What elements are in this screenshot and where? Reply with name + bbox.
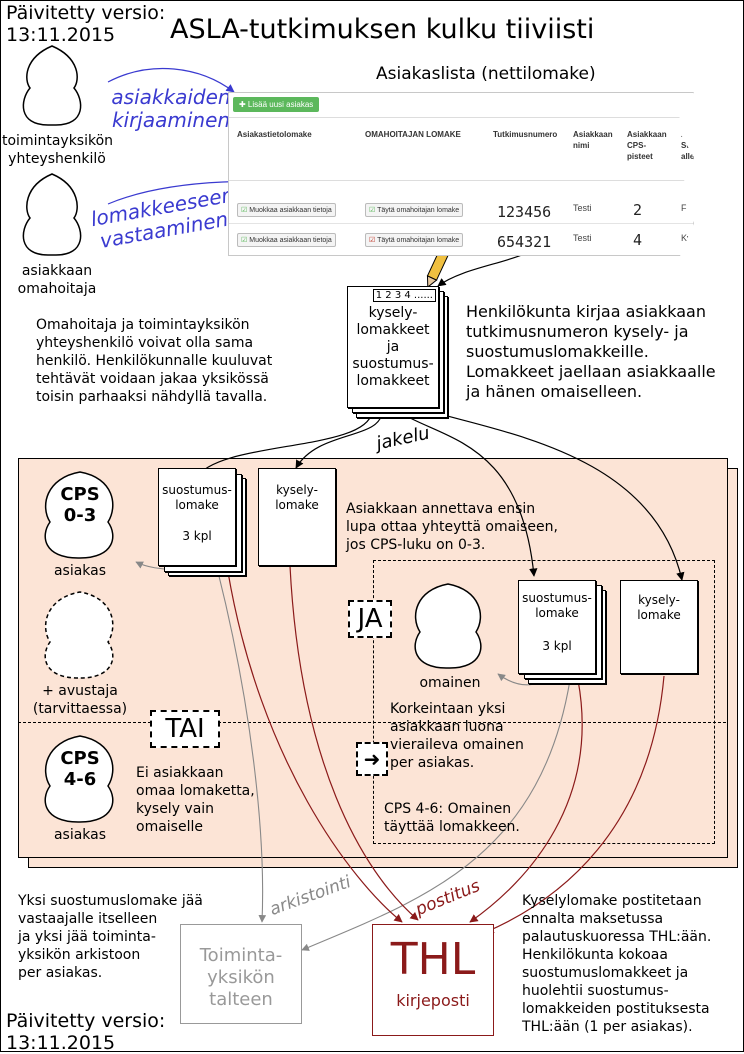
client-survey-form: kysely- lomake (258, 468, 336, 566)
stack-text: kysely- lomakkeet ja suostumus- lomakkee… (352, 305, 434, 389)
cps-score: 2 (633, 201, 643, 219)
consent-form-label: suostumus- lomake (522, 591, 592, 620)
research-number: 123456 (497, 203, 552, 221)
thl-sub-label: kirjeposti (396, 991, 470, 1010)
version-date: 13:11.2015 (6, 24, 116, 46)
register-arrow (107, 67, 235, 93)
consent-signed: F (681, 203, 687, 213)
edit-client-button[interactable]: ☑ Muokkaa asiakkaan tietoja (237, 203, 336, 217)
version-label: Päivitetty versio: (6, 1010, 166, 1032)
cps-low-label: CPS 0-3 (60, 484, 100, 526)
consent-form-count: 3 kpl (542, 639, 572, 653)
column-header: OMAHOITAJAN LOMAKE (365, 130, 461, 139)
fill-caretaker-form-button[interactable]: ☑ Täytä omahoitajan lomake (365, 233, 464, 247)
contact-person-icon (22, 45, 82, 126)
relative-consent-form: suostumus- lomake 3 kpl (518, 580, 596, 674)
client-high-label: asiakas (53, 827, 107, 843)
survey-form-label: kysely- lomake (637, 593, 681, 622)
fill-caretaker-form-button[interactable]: ☑ Täytä omahoitajan lomake (365, 203, 464, 217)
column-header: Asiakastietolomake (237, 130, 312, 139)
client-low-label: asiakas (53, 563, 107, 579)
version-label: Päivitetty versio: (6, 2, 166, 24)
add-client-button[interactable]: ✚ Lisää uusi asiakas (233, 97, 320, 112)
and-tag: JA (348, 600, 392, 638)
stack-sheet-1: 1 2 3 4 ...... kysely- lomakkeet ja suos… (347, 286, 439, 408)
relative-area (373, 560, 715, 844)
consent-form-label: suostumus- lomake (162, 483, 232, 512)
relative-label: omainen (419, 675, 481, 691)
cps-high-label: CPS 4-6 (60, 748, 100, 790)
webform-header-row (229, 117, 693, 181)
staff-note: Henkilökunta kirjaa asiakkaan tutkimusnu… (466, 302, 716, 401)
research-number: 654321 (497, 233, 552, 251)
client-cps-low-icon (44, 471, 114, 559)
consent-form-count: 3 kpl (182, 529, 212, 543)
arrow-tag: ➜ (356, 742, 388, 776)
cps-score: 4 (633, 231, 643, 249)
column-header: Tutkimusnumero (493, 130, 558, 139)
or-tag: TAI (150, 710, 220, 748)
archive-box: Toiminta- yksikön talteen (180, 924, 302, 1024)
version-bottom: Päivitetty versio: 13:11.2015 (6, 1010, 165, 1054)
caretaker-note: Omahoitaja ja toimintayksikön yhteyshenk… (36, 317, 273, 405)
webform-panel: ✚ Lisää uusi asiakas Asiakastietolomake … (228, 92, 694, 256)
caretaker-person-icon (22, 173, 82, 256)
page-title: ASLA-tutkimuksen kulku tiiviisti (170, 14, 595, 45)
thl-label: THL (390, 934, 476, 985)
client-cps-high-icon (44, 735, 114, 823)
thl-box: THL kirjeposti (372, 924, 494, 1036)
column-header: Asiakkaan CPS-pisteet (627, 130, 667, 161)
relative-note: Korkeintaan yksi asiakkaan luona vierail… (390, 701, 524, 771)
survey-form-label: kysely- lomake (275, 483, 319, 512)
number-tabs: 1 2 3 4 ...... (372, 289, 436, 302)
version-date: 13:11.2015 (6, 1032, 116, 1054)
table-row (229, 193, 693, 224)
no-form-note: Ei asiakkaan omaa lomaketta, kysely vain… (136, 765, 255, 835)
webform-title: Asiakaslista (nettilomake) (376, 64, 596, 84)
client-consent-form: suostumus- lomake 3 kpl (158, 468, 236, 566)
consent-signed: Ky (681, 233, 692, 243)
client-name: Testi (573, 233, 592, 243)
relative-fills-note: CPS 4-6: Omainen täyttää lomakkeen. (384, 801, 520, 835)
mail-note: Kyselylomake postitetaan ennalta maksetu… (522, 893, 712, 1035)
archive-box-label: Toiminta- yksikön talteen (199, 945, 283, 1010)
archive-note: Yksi suostumuslomake jää vastaajalle its… (18, 893, 203, 981)
assistant-label: + avustaja (tarvittaessa) (32, 683, 128, 717)
relative-survey-form: kysely- lomake (620, 580, 698, 674)
relative-person-icon (414, 583, 482, 669)
version-top: Päivitetty versio: 13:11.2015 (6, 2, 165, 46)
edit-client-button[interactable]: ☑ Muokkaa asiakkaan tietoja (237, 233, 336, 247)
column-header: Asiakkaan nimi (573, 130, 613, 150)
or-divider (18, 722, 726, 723)
client-name: Testi (573, 203, 592, 213)
permission-note: Asiakkaan annettava ensin lupa ottaa yht… (346, 501, 558, 553)
register-label: asiakkaiden kirjaaminen (111, 85, 231, 132)
assistant-person-icon (44, 591, 114, 679)
contact-person-label: toimintayksikön yhteyshenkilö (2, 133, 114, 167)
caretaker-person-label: asiakkaan omahoitaja (17, 263, 97, 297)
